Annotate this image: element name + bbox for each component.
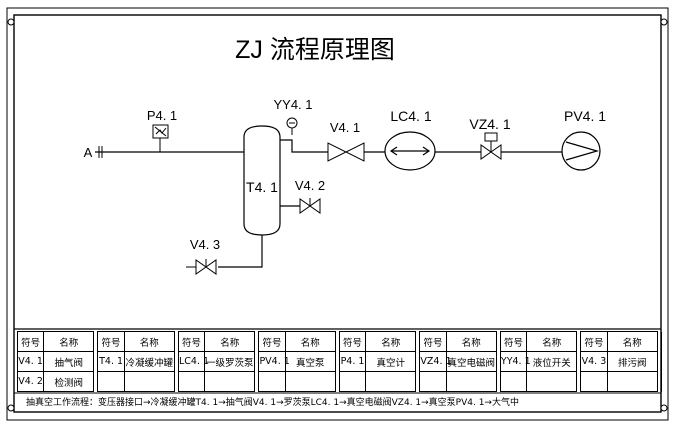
legend-header-symbol: 符号 [338, 331, 367, 352]
legend-symbol: V4. 3 [580, 351, 608, 372]
legend-header-symbol: 符号 [499, 331, 528, 352]
legend-name: 冷凝缓冲罐 [123, 351, 175, 372]
component-legend-table: 符号 名称 符号 名称 符号 名称 符号 名称 符号 名称 符号 名称 符号 名… [16, 331, 663, 392]
legend-name: 液位开关 [526, 351, 578, 372]
legend-header-name: 名称 [284, 331, 336, 352]
legend-name: 一级罗茨泵 [204, 351, 256, 372]
legend-symbol: T4. 1 [97, 351, 125, 372]
legend-header-name: 名称 [526, 331, 578, 352]
legend-symbol: VZ4. 1 [419, 351, 452, 372]
inner-frame [13, 14, 662, 413]
legend-symbol: YY4. 1 [499, 351, 531, 372]
tank-t41-label: T4. 1 [246, 179, 278, 195]
legend-name: 真空泵 [284, 351, 336, 372]
level-switch-icon [286, 117, 298, 135]
tank-t41-icon [243, 125, 281, 236]
drain-pipe [218, 235, 263, 268]
outer-frame [6, 7, 669, 421]
legend-symbol: PV4. 1 [258, 351, 290, 372]
valve-v43-icon [186, 259, 217, 275]
legend-symbol: V4. 2 [16, 371, 45, 392]
legend-header-name: 名称 [204, 331, 256, 352]
process-flow-note: 抽真空工作流程：变压器接口→冷凝缓冲罐T4. 1→抽气阀V4. 1→罗茨泵LC4… [26, 398, 519, 408]
valve-v42-label: V4. 2 [295, 178, 325, 193]
legend-header-name: 名称 [606, 331, 658, 352]
legend-header-symbol: 符号 [177, 331, 206, 352]
valve-vz41-label: VZ4. 1 [469, 116, 510, 132]
valve-v41-icon [327, 142, 365, 162]
corner-mark-bl [7, 404, 15, 412]
gauge-p41-label: P4. 1 [147, 108, 177, 123]
valve-v42-icon [299, 198, 321, 214]
legend-header-symbol: 符号 [580, 331, 608, 352]
legend-header-row: 符号 名称 符号 名称 符号 名称 符号 名称 符号 名称 符号 名称 符号 名… [16, 331, 663, 352]
legend-header-name: 名称 [445, 331, 497, 352]
legend-header-name: 名称 [365, 331, 417, 352]
legend-symbol: LC4. 1 [177, 351, 209, 372]
inlet-label: A [84, 145, 93, 160]
page-title: ZJ 流程原理图 [235, 36, 395, 64]
vacuum-pump-icon [561, 131, 601, 171]
legend-symbol: V4. 1 [16, 351, 45, 372]
legend-header-name: 名称 [123, 331, 175, 352]
legend-header-symbol: 符号 [16, 331, 45, 352]
legend-row: V4. 2 检测阀 [16, 371, 663, 392]
legend-header-symbol: 符号 [419, 331, 447, 352]
tank-outlet-pipe [280, 139, 330, 153]
vacuum-gauge-icon [152, 124, 169, 152]
legend-name: 真空计 [365, 351, 417, 372]
legend-name: 真空电磁阀 [445, 351, 497, 372]
legend-header-symbol: 符号 [258, 331, 286, 352]
roots-pump-icon [384, 131, 436, 171]
legend-symbol: P4. 1 [338, 351, 367, 372]
legend-name: 检测阀 [43, 371, 95, 392]
pump-pv41-label: PV4. 1 [564, 108, 606, 124]
corner-mark-tl [7, 18, 15, 26]
legend-header-symbol: 符号 [97, 331, 125, 352]
legend-name: 排污阀 [606, 351, 658, 372]
level-switch-yy41-label: YY4. 1 [273, 97, 312, 112]
solenoid-valve-icon [480, 132, 502, 160]
legend-header-name: 名称 [43, 331, 95, 352]
pump-lc41-label: LC4. 1 [390, 108, 431, 124]
legend-row: V4. 1 抽气阀 T4. 1 冷凝缓冲罐 LC4. 1 一级罗茨泵 PV4. … [16, 351, 663, 372]
valve-v41-label: V4. 1 [330, 120, 360, 135]
valve-v43-label: V4. 3 [190, 237, 220, 252]
corner-mark-tr [660, 18, 668, 26]
legend-name: 抽气阀 [43, 351, 95, 372]
corner-mark-br [660, 404, 668, 412]
